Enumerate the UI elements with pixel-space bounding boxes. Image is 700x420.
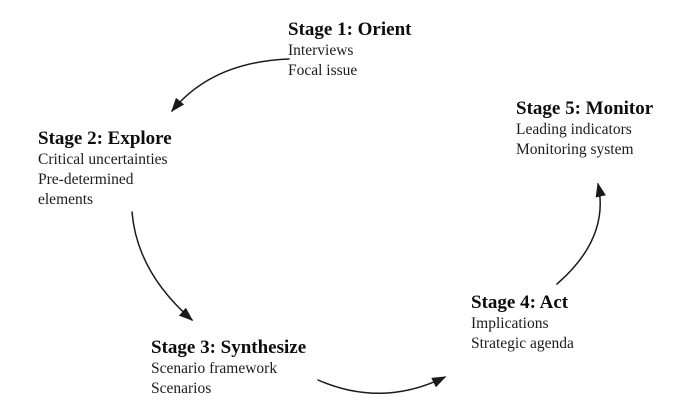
- stage-1-block: Stage 1: Orient Interviews Focal issue: [288, 19, 458, 81]
- stage-3-item-2: Scenarios: [151, 380, 212, 397]
- stage-2-item-1: Critical uncertainties: [38, 151, 168, 168]
- stage-2-heading: Stage 2: Explore: [38, 128, 172, 149]
- stage-2-block: Stage 2: Explore Critical uncertainties …: [38, 128, 190, 210]
- stage-4-item-1: Implications: [471, 315, 549, 332]
- stage-5-item-1: Leading indicators: [516, 121, 632, 138]
- stage-3-block: Stage 3: Synthesize Scenario framework S…: [151, 337, 351, 399]
- arrow-stage1-to-stage2-icon: [171, 58, 290, 113]
- stage-5-heading: Stage 5: Monitor: [516, 98, 654, 119]
- stage-2-item-2: Pre-determined elements: [38, 171, 134, 208]
- stage-4-item-2: Strategic agenda: [471, 335, 574, 352]
- stage-5-block: Stage 5: Monitor Leading indicators Moni…: [516, 98, 691, 160]
- arrow-stage3-to-stage4-icon: [317, 376, 447, 394]
- arrow-stage4-to-stage5-icon: [556, 182, 606, 285]
- stage-1-item-1: Interviews: [288, 42, 354, 59]
- stage-1-heading: Stage 1: Orient: [288, 19, 412, 40]
- stage-4-block: Stage 4: Act Implications Strategic agen…: [471, 292, 641, 354]
- stage-5-item-2: Monitoring system: [516, 141, 634, 158]
- arrow-stage2-to-stage3-icon: [131, 211, 194, 321]
- stage-3-item-1: Scenario framework: [151, 360, 278, 377]
- stage-3-heading: Stage 3: Synthesize: [151, 337, 307, 358]
- stage-4-heading: Stage 4: Act: [471, 292, 569, 313]
- stage-1-item-2: Focal issue: [288, 62, 358, 79]
